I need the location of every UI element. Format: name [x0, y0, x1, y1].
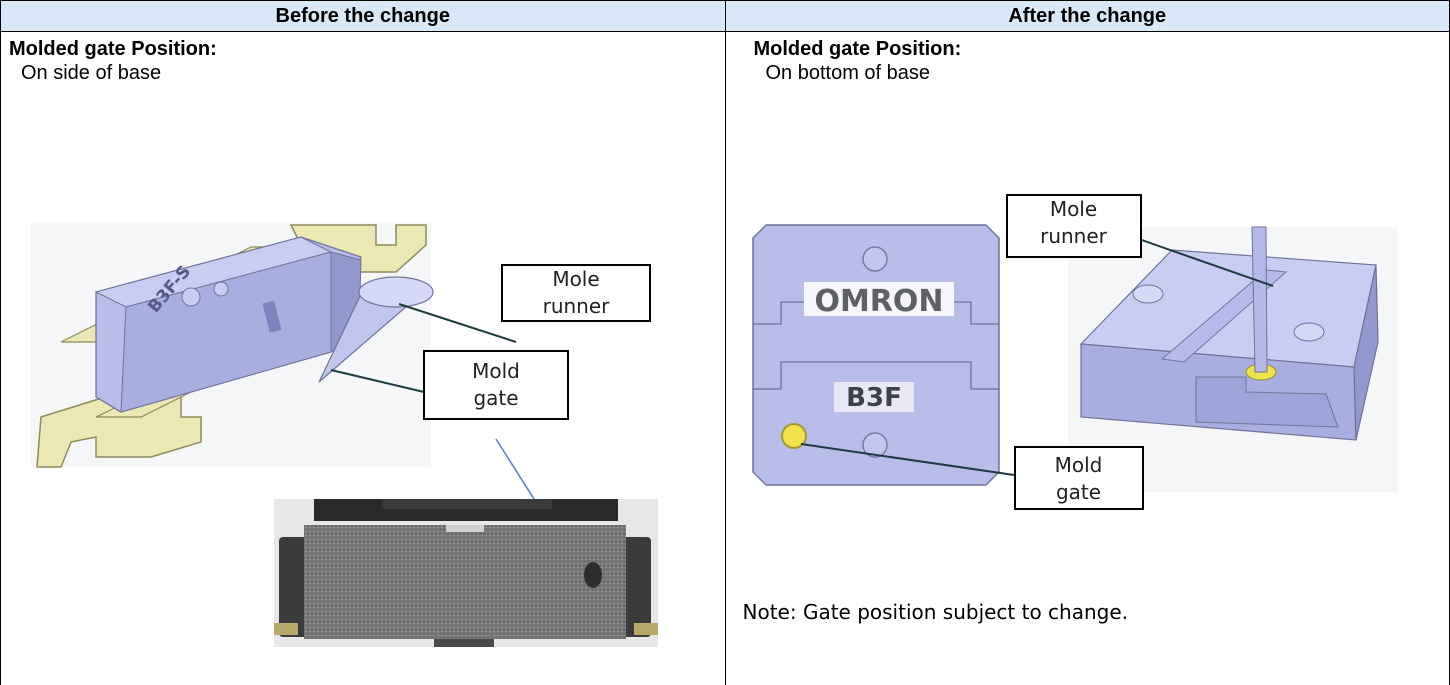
- before-part-photo: [274, 499, 658, 647]
- after-runner-callout: Mole runner: [1006, 194, 1142, 258]
- before-column-header: Before the change: [1, 1, 726, 32]
- after-column-header: After the change: [725, 1, 1450, 32]
- callout-text-line: Mole: [503, 266, 649, 293]
- before-panel: Molded gate Position: On side of base: [1, 32, 725, 685]
- brand-marking: OMRON: [814, 284, 943, 319]
- after-cell: Molded gate Position: On bottom of base …: [725, 32, 1450, 685]
- before-runner-callout: Mole runner: [501, 264, 651, 322]
- callout-text-line: Mole: [1008, 196, 1140, 223]
- bottom-view-image: OMRON B3F: [753, 225, 999, 485]
- callout-text-line: Mold: [1016, 452, 1142, 479]
- callout-text-line: gate: [1016, 479, 1142, 506]
- after-note: Note: Gate position subject to change.: [743, 600, 1129, 624]
- callout-text-line: runner: [503, 293, 649, 320]
- before-gate-callout: Mold gate: [423, 350, 569, 420]
- callout-text-line: gate: [425, 385, 567, 412]
- after-panel: Molded gate Position: On bottom of base …: [726, 32, 1450, 685]
- part-photo-graphic: [274, 499, 658, 647]
- content-row: Molded gate Position: On side of base: [1, 32, 1450, 685]
- after-cad-illustration: OMRON B3F: [726, 32, 1450, 685]
- after-gate-callout: Mold gate: [1014, 446, 1144, 510]
- model-marking: B3F: [846, 383, 902, 413]
- before-cell: Molded gate Position: On side of base: [1, 32, 726, 685]
- callout-text-line: runner: [1008, 223, 1140, 250]
- callout-text-line: Mold: [425, 358, 567, 385]
- header-row: Before the change After the change: [1, 1, 1450, 32]
